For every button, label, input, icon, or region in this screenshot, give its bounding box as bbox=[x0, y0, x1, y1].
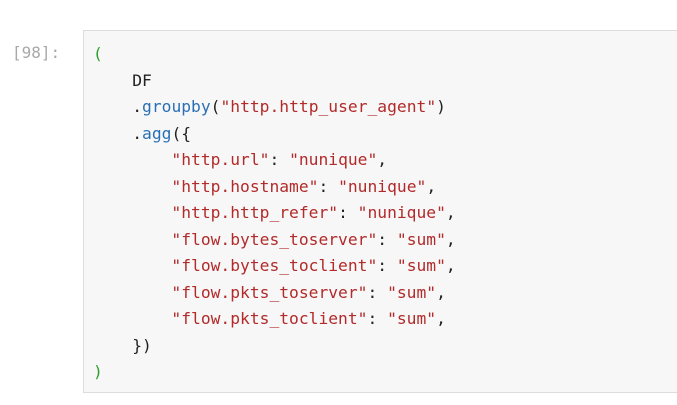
agg-entry-value: "sum" bbox=[396, 229, 446, 249]
agg-entry-line: "http.url": "nunique", bbox=[93, 147, 456, 174]
code-cell[interactable]: ( DF .groupby("http.http_user_agent") .a… bbox=[83, 30, 677, 393]
agg-entry-line: "flow.pkts_toclient": "sum", bbox=[93, 306, 456, 333]
agg-entry-comma: , bbox=[445, 256, 456, 275]
agg-entry-key: "flow.pkts_toclient" bbox=[171, 309, 368, 328]
agg-entry-value: "sum" bbox=[396, 256, 446, 275]
open-paren: ( bbox=[93, 44, 103, 63]
agg-entry-sep: : bbox=[377, 256, 397, 275]
agg-entry-comma: , bbox=[445, 203, 456, 222]
agg-entry-key: "flow.bytes_toserver" bbox=[171, 229, 378, 249]
groupby-open: ( bbox=[210, 97, 221, 116]
agg-entry-comma: , bbox=[377, 150, 388, 169]
agg-entry-comma: , bbox=[436, 309, 446, 328]
groupby-close: ) bbox=[436, 97, 446, 116]
agg-entry-key: "http.hostname" bbox=[171, 176, 319, 196]
agg-entry-sep: : bbox=[338, 203, 358, 222]
agg-entry-value: "sum" bbox=[387, 282, 437, 302]
code-line-3: .groupby("http.http_user_agent") bbox=[93, 94, 456, 121]
code-line-4: .agg({ bbox=[93, 121, 456, 148]
agg-dot: . bbox=[132, 123, 143, 143]
agg-entry-value: "nunique" bbox=[338, 176, 427, 196]
code-line-2: DF bbox=[93, 68, 456, 95]
agg-entry-key: "http.url" bbox=[171, 150, 270, 169]
dataframe-name: DF bbox=[132, 70, 152, 90]
code-line-1: ( bbox=[93, 41, 456, 68]
agg-entry-comma: , bbox=[426, 176, 437, 196]
agg-entry-value: "nunique" bbox=[357, 203, 446, 222]
groupby-arg: "http.http_user_agent" bbox=[220, 97, 437, 116]
agg-entry-line: "flow.pkts_toserver": "sum", bbox=[93, 280, 456, 307]
agg-method: agg bbox=[142, 123, 172, 143]
agg-entry-sep: : bbox=[318, 176, 339, 196]
agg-entry-sep: : bbox=[367, 309, 388, 328]
agg-close: }) bbox=[132, 335, 152, 355]
agg-entry-key: "http.http_refer" bbox=[171, 203, 339, 222]
agg-entry-key: "flow.pkts_toserver" bbox=[171, 282, 368, 302]
agg-entry-value: "nunique" bbox=[289, 150, 378, 169]
close-paren: ) bbox=[93, 362, 103, 381]
code-line-13: ) bbox=[93, 359, 456, 386]
agg-entry-line: "http.hostname": "nunique", bbox=[93, 174, 456, 201]
groupby-method: groupby bbox=[142, 97, 211, 116]
cell-prompt: [98]: bbox=[12, 43, 61, 62]
agg-entry-sep: : bbox=[377, 229, 397, 249]
agg-entry-line: "flow.bytes_toclient": "sum", bbox=[93, 253, 456, 280]
agg-entry-value: "sum" bbox=[387, 309, 437, 328]
agg-entry-comma: , bbox=[436, 282, 446, 302]
agg-entry-line: "flow.bytes_toserver": "sum", bbox=[93, 227, 456, 254]
groupby-dot: . bbox=[132, 97, 143, 116]
agg-entry-line: "http.http_refer": "nunique", bbox=[93, 200, 456, 227]
code-editor[interactable]: ( DF .groupby("http.http_user_agent") .a… bbox=[93, 41, 456, 386]
agg-entry-sep: : bbox=[269, 150, 290, 169]
agg-entry-comma: , bbox=[445, 229, 456, 249]
agg-open: ({ bbox=[171, 123, 192, 143]
agg-entry-key: "flow.bytes_toclient" bbox=[171, 256, 378, 275]
code-line-12: }) bbox=[93, 333, 456, 360]
agg-entry-sep: : bbox=[367, 282, 388, 302]
